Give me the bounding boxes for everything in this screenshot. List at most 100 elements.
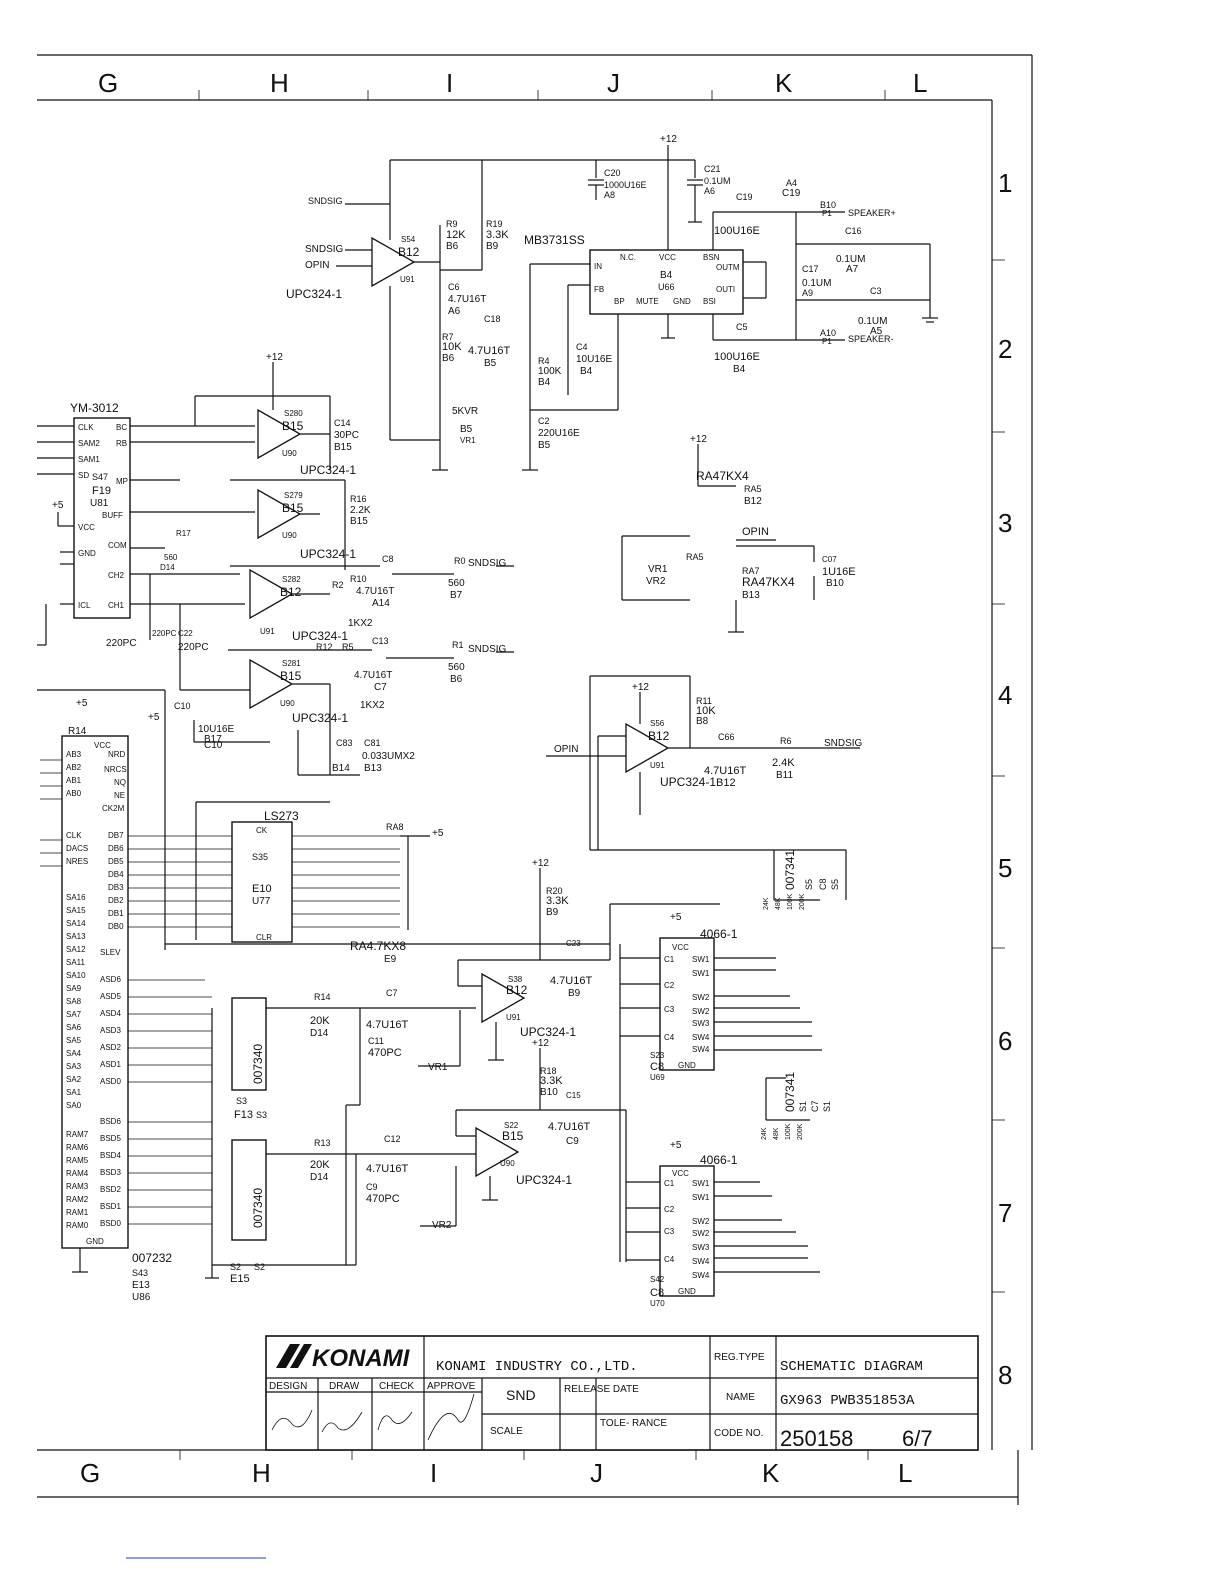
svg-text:1U16E: 1U16E (822, 566, 856, 578)
svg-text:560: 560 (448, 662, 465, 673)
svg-text:S1: S1 (798, 1101, 808, 1112)
svg-text:SW3: SW3 (692, 1019, 710, 1028)
svg-text:SNDSIG: SNDSIG (468, 644, 507, 655)
svg-text:B6: B6 (446, 241, 459, 252)
col-label: I (430, 1458, 437, 1488)
svg-text:B8: B8 (696, 716, 709, 727)
svg-text:B15: B15 (502, 1129, 524, 1143)
svg-text:C8: C8 (650, 1061, 664, 1073)
svg-text:D14: D14 (310, 1172, 329, 1183)
svg-text:RA47KX4: RA47KX4 (696, 469, 749, 483)
svg-text:SA12: SA12 (66, 945, 86, 954)
svg-text:SW1: SW1 (692, 969, 710, 978)
svg-text:R1: R1 (452, 640, 464, 650)
svg-text:D14: D14 (160, 563, 175, 572)
svg-text:BP: BP (614, 297, 625, 306)
svg-text:CH2: CH2 (108, 571, 125, 580)
svg-text:SW3: SW3 (692, 1243, 710, 1252)
svg-text:B9: B9 (486, 241, 499, 252)
svg-text:C6: C6 (448, 282, 460, 292)
svg-text:SNDSIG: SNDSIG (468, 558, 507, 569)
svg-text:U77: U77 (252, 896, 271, 907)
channel-a-opamp: S38 B12 U91 UPC324-1 +12 R20 3.3K B9 C23… (418, 858, 720, 1073)
col-label: J (590, 1458, 603, 1488)
svg-text:BSN: BSN (703, 253, 720, 262)
svg-text:4.7U16T: 4.7U16T (468, 345, 510, 357)
svg-text:C16: C16 (845, 226, 862, 236)
svg-text:E10: E10 (252, 883, 272, 895)
svg-text:AB3: AB3 (66, 750, 82, 759)
svg-text:B13: B13 (364, 763, 382, 774)
svg-text:C9: C9 (566, 1136, 579, 1147)
svg-text:C18: C18 (484, 314, 501, 324)
svg-text:1000U16E: 1000U16E (604, 180, 647, 190)
svg-text:R19: R19 (486, 219, 503, 229)
svg-text:100U16E: 100U16E (714, 225, 760, 237)
svg-text:NRD: NRD (108, 750, 126, 759)
speaker-minus-label: SPEAKER- (848, 334, 894, 344)
svg-text:0.1UM: 0.1UM (858, 316, 887, 327)
col-label: H (270, 68, 289, 98)
svg-text:007341: 007341 (783, 1072, 797, 1112)
svg-text:B4: B4 (580, 366, 593, 377)
svg-text:SW1: SW1 (692, 1193, 710, 1202)
svg-text:B4: B4 (660, 270, 673, 281)
svg-text:A5: A5 (870, 326, 883, 337)
svg-text:SA0: SA0 (66, 1101, 82, 1110)
svg-text:DESIGN: DESIGN (269, 1381, 307, 1392)
svg-text:RAM6: RAM6 (66, 1143, 89, 1152)
dac-label: YM-3012 (70, 401, 119, 415)
svg-text:SA6: SA6 (66, 1023, 82, 1032)
svg-text:U91: U91 (260, 627, 275, 636)
svg-text:10K: 10K (442, 341, 462, 353)
svg-text:DB6: DB6 (108, 844, 124, 853)
konami-logo: KONAMI (276, 1344, 411, 1372)
svg-text:N.C.: N.C. (620, 253, 636, 262)
svg-text:RAM4: RAM4 (66, 1169, 89, 1178)
svg-text:GND: GND (78, 549, 96, 558)
svg-text:C23: C23 (566, 939, 581, 948)
row-label: 1 (998, 168, 1012, 198)
svg-text:R10: R10 (350, 574, 367, 584)
opamp-label: UPC324-1 (286, 287, 342, 301)
title-block: KONAMI KONAMI INDUSTRY CO.,LTD. REG.TYPE… (265, 1335, 979, 1451)
svg-text:S23: S23 (650, 1051, 665, 1060)
svg-text:S54: S54 (401, 235, 416, 244)
hybrid-007341-label: 007341 (783, 850, 797, 890)
svg-text:B6: B6 (442, 353, 455, 364)
latch-label: LS273 (264, 809, 299, 823)
svg-text:S279: S279 (284, 491, 303, 500)
svg-text:E9: E9 (384, 954, 397, 965)
svg-text:BSD4: BSD4 (100, 1151, 121, 1160)
svg-text:S5: S5 (830, 879, 840, 890)
svg-text:SW2: SW2 (692, 1007, 710, 1016)
svg-text:ASD6: ASD6 (100, 975, 121, 984)
svg-text:C22: C22 (178, 629, 193, 638)
svg-text:SNDSIG: SNDSIG (305, 244, 344, 255)
svg-text:SAM2: SAM2 (78, 439, 100, 448)
svg-text:ASD0: ASD0 (100, 1077, 121, 1086)
svg-text:R0: R0 (454, 556, 466, 566)
svg-text:C4: C4 (576, 342, 588, 352)
svg-text:R20: R20 (546, 886, 563, 896)
svg-text:RA7: RA7 (742, 566, 760, 576)
svg-text:S22: S22 (504, 1121, 519, 1130)
svg-text:NRCS: NRCS (104, 765, 127, 774)
svg-text:4.7U16T: 4.7U16T (356, 586, 394, 597)
drawing-frame (37, 54, 1033, 1505)
svg-text:B14: B14 (332, 763, 350, 774)
svg-text:P1: P1 (822, 337, 832, 346)
svg-text:B9: B9 (568, 988, 581, 999)
svg-text:APPROVE: APPROVE (427, 1381, 476, 1392)
svg-text:470PC: 470PC (366, 1193, 400, 1205)
dac-opamp-3: S282 B12 U91 UPC324-1 R10 C8 4.7U16T A14… (230, 554, 514, 643)
svg-text:A8: A8 (604, 190, 615, 200)
latch-ls273: LS273 CK S35 E10 U77 CLR RA8 +5 RA4.7KX8… (165, 801, 610, 965)
svg-text:B10: B10 (540, 1087, 558, 1098)
svg-text:C2: C2 (538, 416, 550, 426)
svg-text:C4: C4 (664, 1255, 675, 1264)
svg-text:S281: S281 (282, 659, 301, 668)
svg-text:R11: R11 (696, 696, 712, 706)
svg-text:+12: +12 (690, 434, 707, 445)
col-label: G (80, 1458, 100, 1488)
